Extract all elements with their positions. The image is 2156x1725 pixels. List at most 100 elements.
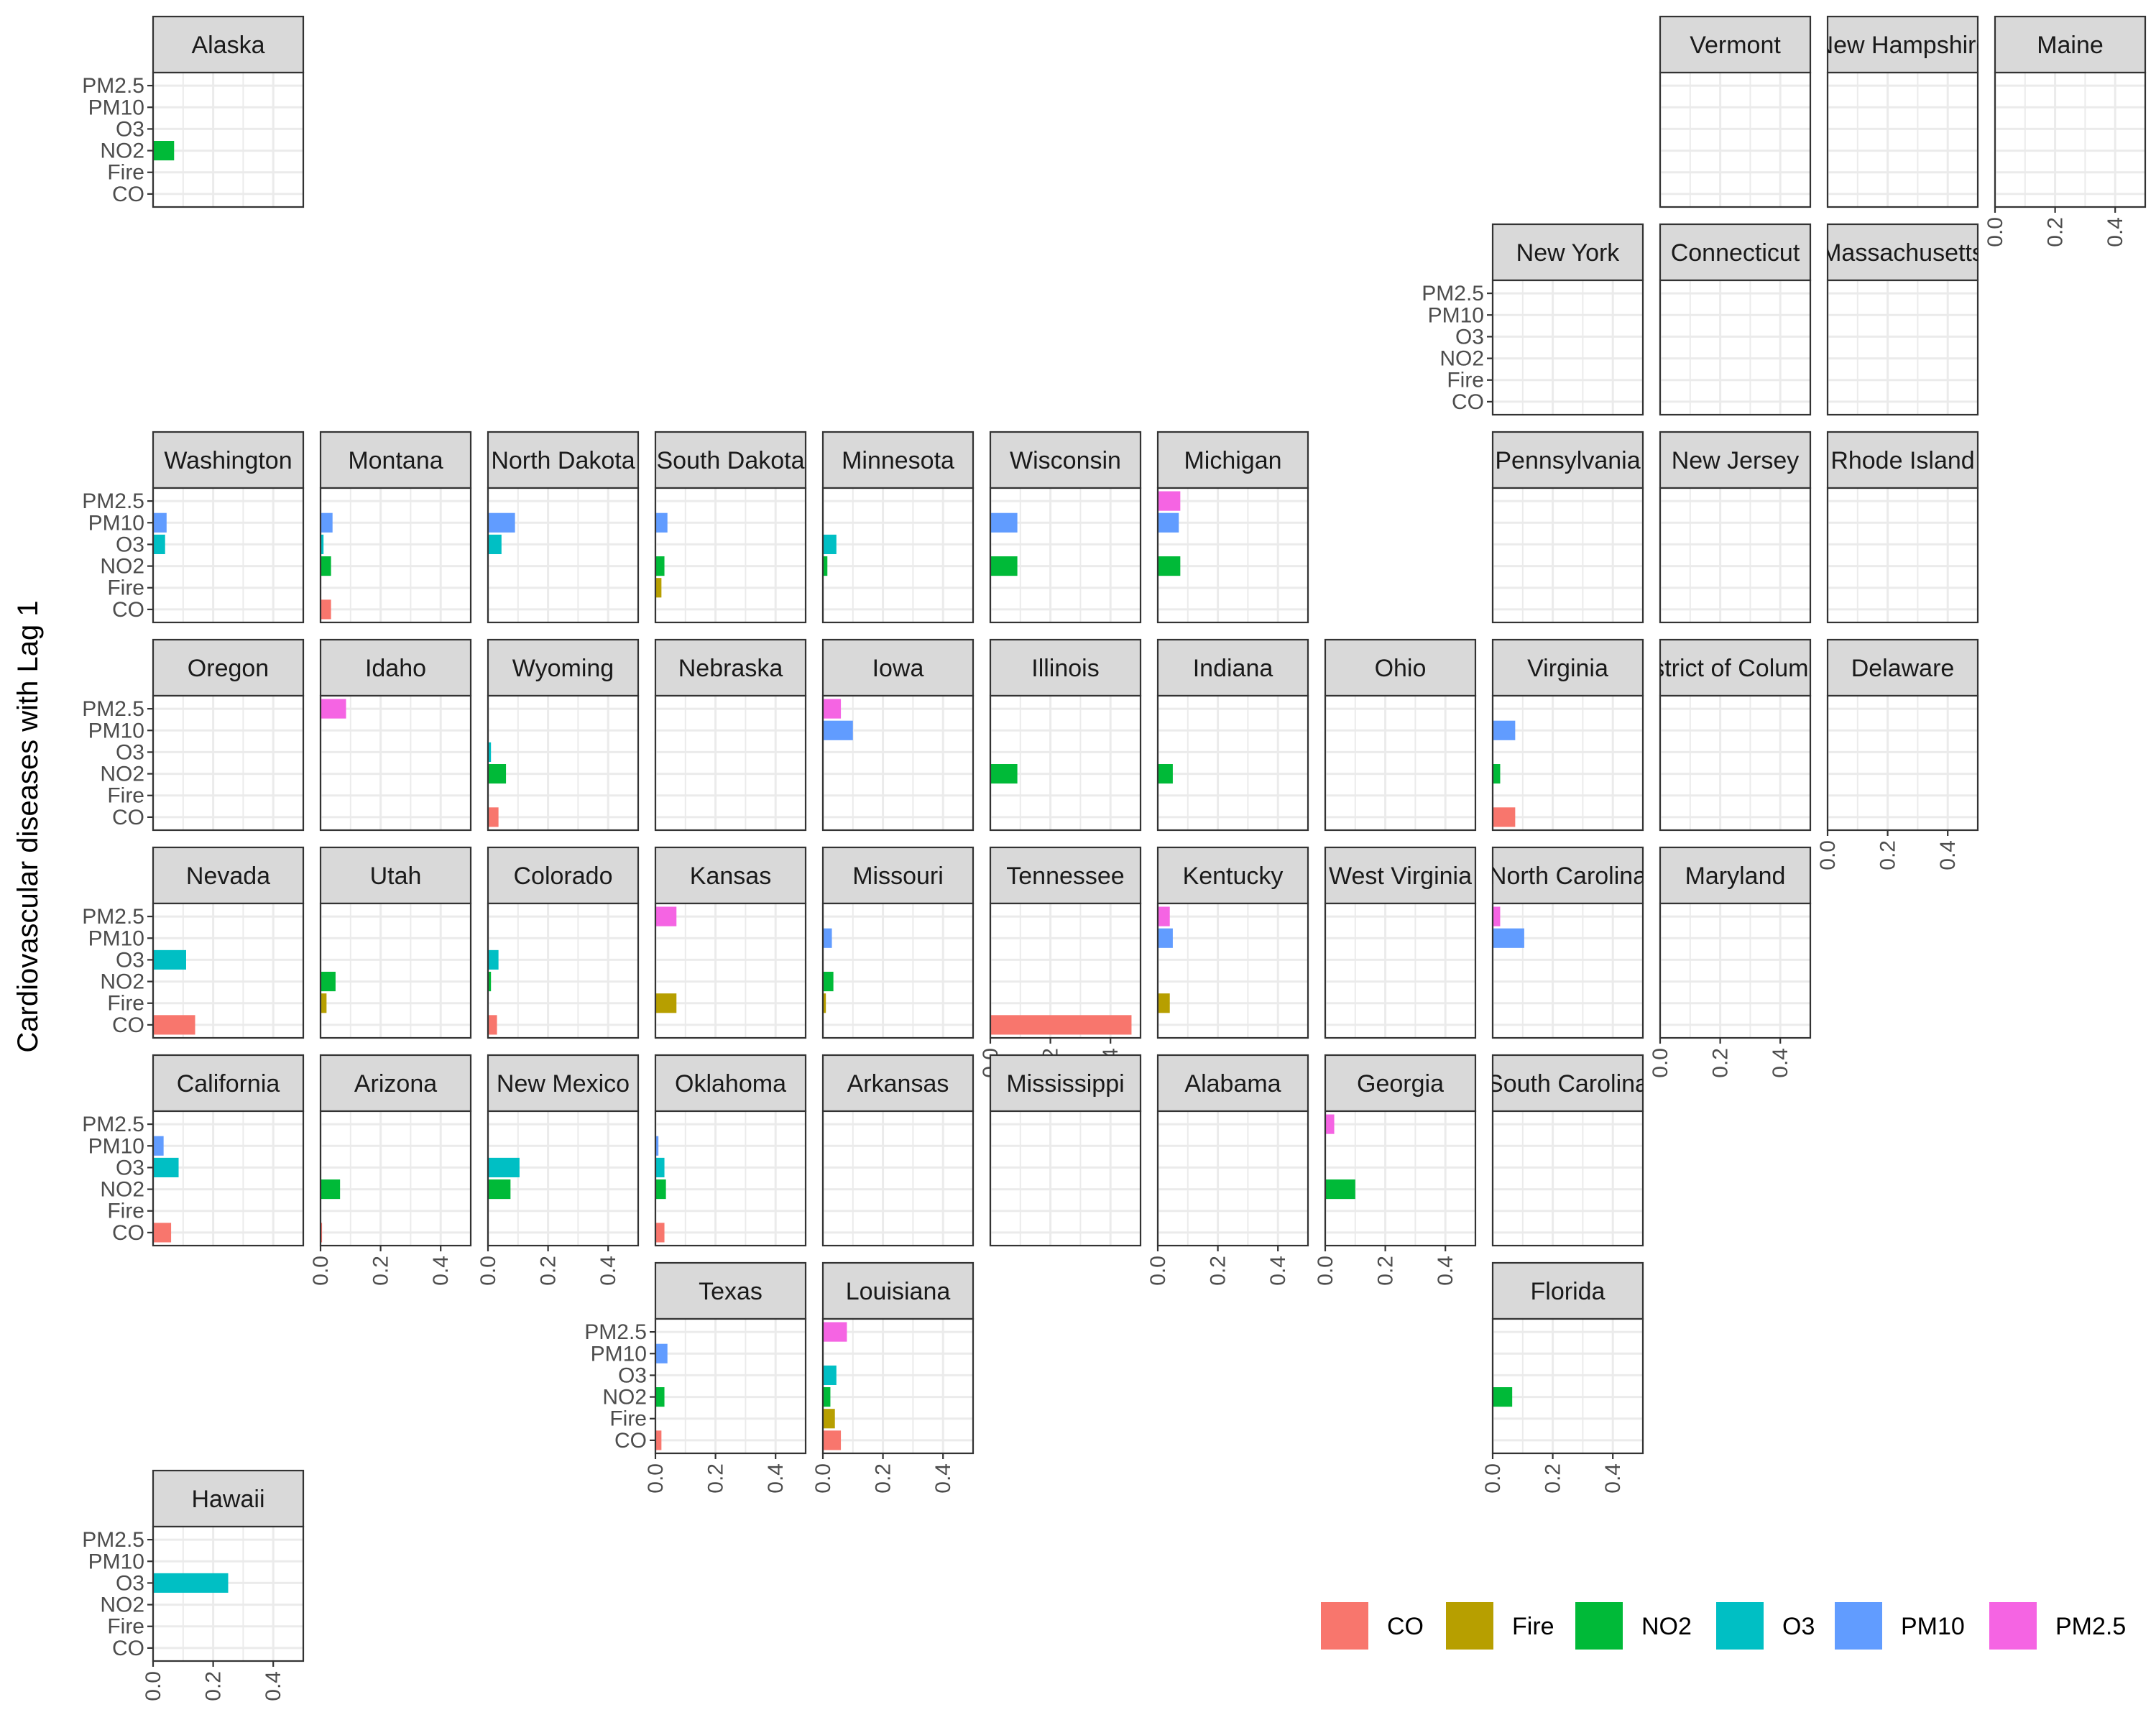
bar-north-carolina-pm10 — [1493, 928, 1524, 948]
bar-minnesota-no2 — [823, 556, 828, 576]
facet-title: New Mexico — [497, 1070, 630, 1098]
panel-border — [989, 902, 1142, 1039]
facet-title: Rhode Island — [1830, 447, 1974, 474]
panel-background — [823, 903, 973, 1038]
panel-border — [1156, 902, 1309, 1039]
facet-pennsylvania: Pennsylvania — [1491, 431, 1644, 624]
bar-washington-pm10 — [153, 512, 167, 533]
panel-border — [152, 71, 305, 208]
facet-strip — [1156, 846, 1309, 905]
bar-texas-pm10 — [655, 1343, 668, 1363]
bar-iowa-pm10 — [823, 720, 853, 740]
facet-strip — [319, 846, 472, 905]
facet-strip — [821, 431, 975, 489]
facet-mississippi: Mississippi — [989, 1054, 1142, 1247]
panel-border — [654, 902, 807, 1039]
facet-title: South Carolina — [1487, 1070, 1649, 1098]
panel-border — [319, 487, 472, 624]
facet-strip — [1491, 431, 1644, 489]
y-tick-label: NO2 — [100, 763, 144, 786]
facet-title: Wyoming — [512, 655, 614, 682]
bar-michigan-no2 — [1158, 556, 1181, 576]
panel-background — [153, 696, 303, 830]
bar-kansas-fire — [655, 993, 677, 1013]
panel-border — [1994, 71, 2147, 208]
facet-title: Arkansas — [847, 1070, 949, 1098]
facet-strip — [1659, 15, 1812, 74]
panel-border — [152, 694, 305, 832]
facet-title: Indiana — [1193, 655, 1273, 682]
facet-strip — [152, 15, 305, 74]
bar-louisiana-o3 — [823, 1365, 837, 1385]
legend-key-pm2-5 — [1989, 1602, 2037, 1650]
x-tick-label: 0.4 — [2104, 217, 2127, 247]
bar-tennessee-co — [990, 1015, 1132, 1035]
panel-border — [1659, 279, 1812, 416]
x-tick-label: 0.2 — [872, 1463, 895, 1494]
facet-title: Wisconsin — [1010, 447, 1121, 474]
facet-virginia: Virginia — [1491, 638, 1644, 832]
bar-kentucky-pm10 — [1158, 928, 1173, 948]
bar-louisiana-co — [823, 1430, 842, 1450]
bar-florida-no2 — [1493, 1387, 1513, 1407]
bar-missouri-no2 — [823, 972, 834, 992]
panel-background — [823, 1319, 973, 1453]
panel-background — [1828, 73, 1978, 207]
facet-new-jersey: New Jersey — [1659, 431, 1812, 624]
x-tick-label: 0.4 — [1434, 1256, 1457, 1286]
facet-title: New Jersey — [1672, 447, 1800, 474]
bar-minnesota-o3 — [823, 534, 837, 554]
bar-michigan-pm2-5 — [1158, 491, 1181, 511]
x-tick-label: 0.2 — [2044, 217, 2068, 247]
facet-missouri: Missouri — [821, 846, 975, 1039]
panel-background — [1493, 1111, 1643, 1246]
facet-title: Washington — [164, 447, 292, 474]
y-tick-label: O3 — [116, 740, 144, 764]
panel-border — [1826, 279, 1979, 416]
panel-background — [1493, 280, 1643, 415]
y-tick-label: CO — [112, 598, 144, 622]
bar-missouri-fire — [823, 993, 826, 1013]
y-tick-label: Fire — [107, 1200, 144, 1223]
legend-label: PM10 — [1901, 1613, 1965, 1640]
panel-border — [821, 694, 975, 832]
facet-oklahoma: Oklahoma — [654, 1054, 807, 1247]
y-tick-label: Fire — [1447, 369, 1484, 392]
panel-border — [1324, 1110, 1477, 1247]
bar-michigan-pm10 — [1158, 512, 1179, 533]
panel-background — [1493, 488, 1643, 622]
facet-strip — [821, 1261, 975, 1320]
facet-montana: Montana — [319, 431, 472, 624]
x-tick-label: 0.4 — [931, 1463, 955, 1494]
facet-wyoming: Wyoming — [487, 638, 640, 832]
bar-california-o3 — [153, 1157, 179, 1177]
legend-label: O3 — [1782, 1613, 1815, 1640]
facet-strip — [1826, 638, 1979, 697]
bar-nevada-co — [153, 1015, 195, 1035]
panel-border — [1491, 487, 1644, 624]
bar-south-dakota-pm10 — [655, 512, 668, 533]
bar-oklahoma-no2 — [655, 1179, 666, 1200]
panel-background — [1325, 696, 1475, 830]
panel-border — [1491, 694, 1644, 832]
y-tick-label: Fire — [107, 784, 144, 808]
y-tick-label: PM2.5 — [82, 489, 144, 513]
x-tick-label: 0.2 — [1374, 1256, 1398, 1286]
bar-kentucky-pm2-5 — [1158, 906, 1170, 926]
panel-background — [655, 903, 806, 1038]
facet-strip — [1826, 15, 1979, 74]
panel-border — [1491, 279, 1644, 416]
y-tick-label: CO — [1452, 390, 1484, 414]
facet-title: Iowa — [872, 655, 924, 682]
panel-background — [153, 73, 303, 207]
legend-key-no2 — [1575, 1602, 1623, 1650]
panel-border — [821, 1110, 975, 1247]
panel-border — [319, 1110, 472, 1247]
facet-title: Texas — [699, 1278, 763, 1305]
facet-strip — [1659, 431, 1812, 489]
